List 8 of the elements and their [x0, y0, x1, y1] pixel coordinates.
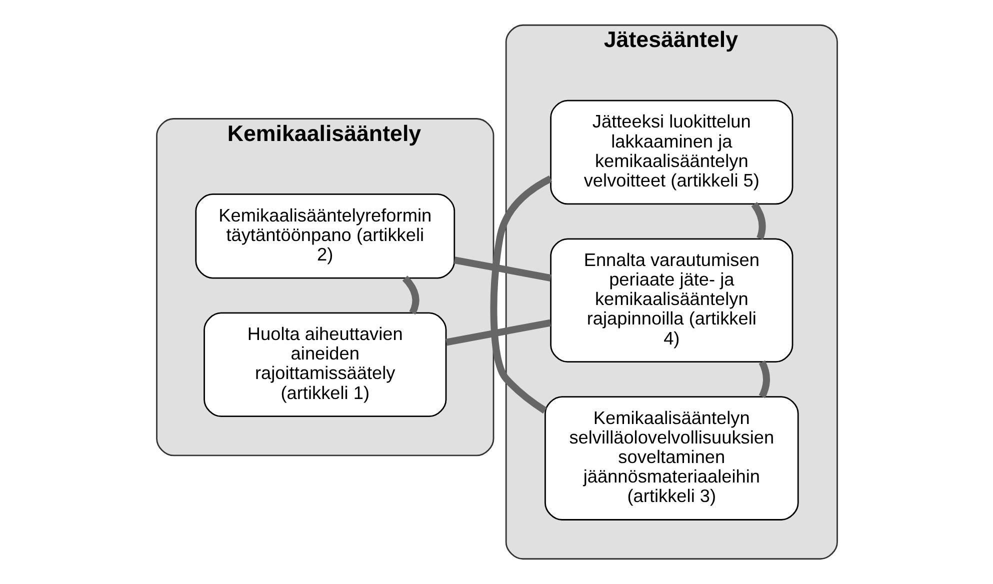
connector: [490, 176, 552, 414]
connector: [445, 319, 551, 346]
node-box: Huolta aiheuttavien aineiden rajoittamissäätely (artikkeli 1): [203, 312, 446, 418]
node-box: Kemikaalisääntelyreformin täytäntöönpano (artikkeli 2): [194, 194, 455, 279]
node-box: Ennalta varautumisen periaate jäte- ja kemikaalisääntelyn rajapinnoilla (artikkeli 4): [550, 238, 793, 363]
connector: [453, 256, 551, 282]
node-box: Jätteeksi luokittelun lakkaaminen ja kemikaalisääntelyn velvoitteet (artikkeli 5): [550, 100, 793, 205]
node-box: Kemikaalisääntelyn selvilläolovelvollisuuksien soveltaminen jäännösmateriaaleihin (artikkeli 3): [544, 396, 798, 520]
